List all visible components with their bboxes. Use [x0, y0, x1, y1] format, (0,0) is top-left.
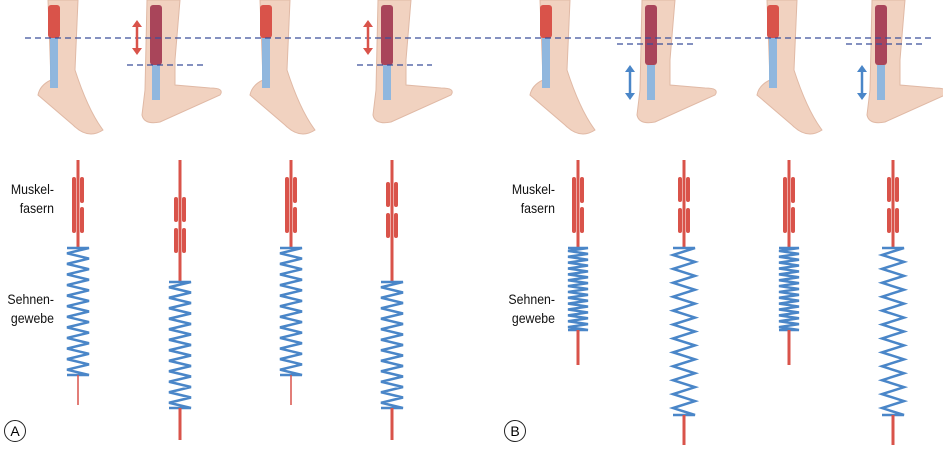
- achilles-tendon-4: [383, 65, 391, 100]
- double-arrow-icon-2-heads: [363, 20, 373, 55]
- fiber-8d: [895, 208, 899, 233]
- fiber-3a: [285, 177, 289, 233]
- tendon-spring-5: [567, 246, 589, 332]
- fiber-1b: [80, 177, 84, 203]
- calf-muscle-8: [875, 5, 887, 65]
- achilles-tendon-5: [542, 38, 550, 88]
- achilles-tendon-7: [769, 38, 777, 88]
- calf-muscle-2: [150, 5, 162, 65]
- achilles-tendon-2: [152, 65, 160, 100]
- achilles-tendon-3: [262, 38, 270, 88]
- double-arrow-icon-3-heads: [625, 65, 635, 100]
- fiber-2b: [182, 197, 186, 222]
- fiber-1a: [72, 177, 76, 233]
- calf-muscle-4: [381, 5, 393, 65]
- panel-label-a: A: [4, 420, 26, 442]
- leg-foot-1: [37, 0, 104, 135]
- tendon-spring-6: [668, 246, 700, 417]
- achilles-tendon-6: [647, 65, 655, 100]
- tendon-spring-7: [778, 246, 800, 332]
- calf-muscle-6: [645, 5, 657, 65]
- fiber-2d: [182, 228, 186, 253]
- fiber-7b: [791, 177, 795, 203]
- fiber-6d: [686, 208, 690, 233]
- label-muscle-a: Muskel- fasern: [10, 181, 54, 216]
- fiber-4c: [386, 213, 390, 238]
- achilles-tendon-8: [877, 65, 885, 100]
- fiber-8b: [895, 177, 899, 202]
- fiber-3c: [293, 207, 297, 233]
- tendon-spring-4: [380, 280, 404, 410]
- tendon-spring-2: [168, 280, 192, 410]
- fiber-7c: [791, 207, 795, 233]
- fiber-3b: [293, 177, 297, 203]
- tendon-spring-1: [66, 246, 90, 377]
- fiber-5a: [572, 177, 576, 233]
- panel-label-b: B: [504, 420, 526, 442]
- double-arrow-icon-1-heads: [132, 20, 142, 55]
- leg-foot-7: [756, 0, 823, 135]
- fiber-2a: [174, 197, 178, 222]
- fiber-8a: [887, 177, 891, 202]
- fiber-6a: [678, 177, 682, 202]
- calf-muscle-1: [48, 5, 60, 38]
- fiber-6c: [678, 208, 682, 233]
- fiber-8c: [887, 208, 891, 233]
- fiber-5c: [580, 207, 584, 233]
- tendon-spring-3: [279, 246, 303, 377]
- fiber-4b: [394, 182, 398, 207]
- fiber-7a: [783, 177, 787, 233]
- calf-muscle-7: [767, 5, 779, 38]
- fiber-1c: [80, 207, 84, 233]
- fiber-2c: [174, 228, 178, 253]
- double-arrow-icon-4-heads: [857, 65, 867, 100]
- fiber-4a: [386, 182, 390, 207]
- leg-foot-5: [529, 0, 596, 135]
- fiber-6b: [686, 177, 690, 202]
- calf-muscle-3: [260, 5, 272, 38]
- label-muscle-b: Muskel- fasern: [511, 181, 555, 216]
- tendon-spring-8: [877, 246, 909, 417]
- label-tendon-a: Sehnen- gewebe: [7, 291, 54, 326]
- leg-foot-3: [249, 0, 316, 135]
- calf-muscle-5: [540, 5, 552, 38]
- label-tendon-b: Sehnen- gewebe: [508, 291, 555, 326]
- fiber-5b: [580, 177, 584, 203]
- fiber-4d: [394, 213, 398, 238]
- achilles-tendon-1: [50, 38, 58, 88]
